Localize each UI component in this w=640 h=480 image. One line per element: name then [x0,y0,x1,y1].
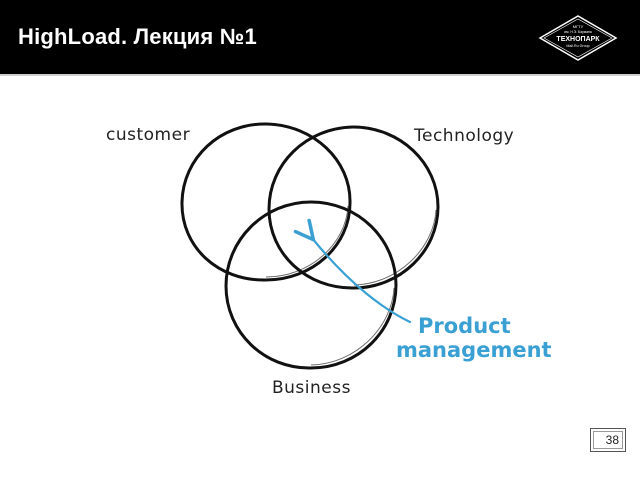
logo-line-4: Mail.Ru Group [566,44,589,48]
slide-title: HighLoad. Лекция №1 [18,24,257,49]
logo-line-1: МГТУ [573,24,584,29]
callout-line-1: Product [418,314,511,338]
page-number: 38 [605,433,619,447]
customer-label: customer [106,125,190,145]
technology-label: Technology [413,126,514,146]
logo-line-2: им. Н.Э. Баумана [564,30,592,34]
technopark-logo: МГТУ им. Н.Э. Баумана ТЕХНОПАРК Mail.Ru … [538,15,618,61]
business-circle [224,200,398,370]
technology-circle [267,125,440,290]
callout-line-2: management [396,338,552,362]
venn-diagram: customer Technology Business Product man… [106,122,552,398]
slide-header: HighLoad. Лекция №1 МГТУ им. Н.Э. Бауман… [0,0,640,76]
page-number-box: 38 [590,428,626,452]
customer-circle [180,122,352,282]
pointer-arrow [312,238,412,324]
business-label: Business [272,378,351,398]
logo-line-3: ТЕХНОПАРК [556,36,600,43]
